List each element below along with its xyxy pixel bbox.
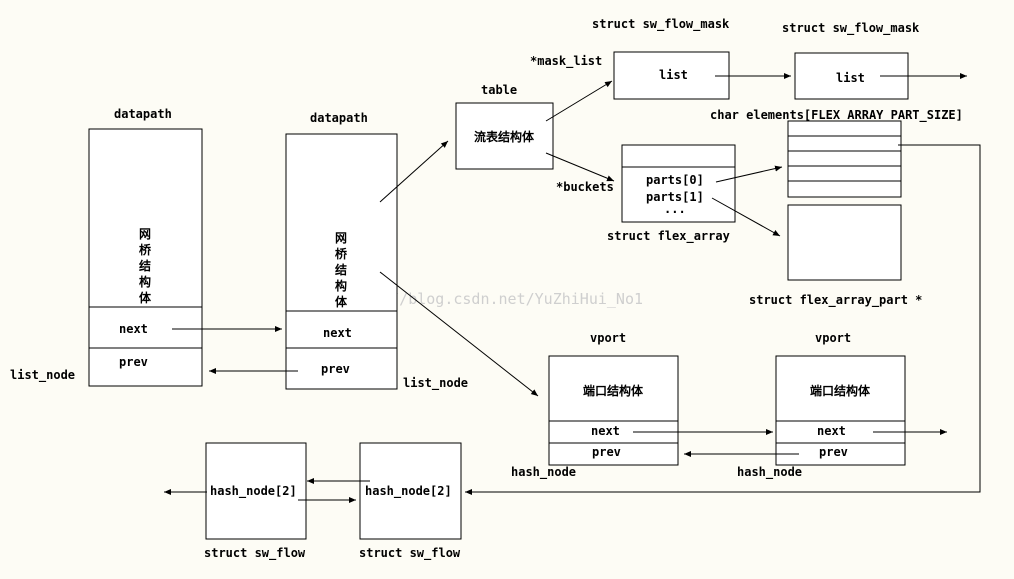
datapath-left-node: datapath 网 桥 结 构 体 next prev list_node (10, 107, 203, 387)
datapath-right-list-node: list_node (403, 376, 468, 391)
datapath-left-list-node: list_node (10, 368, 75, 383)
datapath-right-body-char: 桥 (335, 246, 348, 261)
datapath-right-body-char: 结 (335, 262, 347, 277)
datapath-left-body-char: 构 (139, 274, 151, 289)
table-body-text: 流表结构体 (474, 129, 535, 144)
vport-1-box (548, 355, 679, 466)
sw-flow-mask-1-title: struct sw_flow_mask (592, 17, 730, 32)
table-mask-list-label: *mask_list (530, 54, 602, 69)
sw-flow-1-hash-node: hash_node[2] (210, 484, 297, 499)
datapath-left-body-char: 结 (139, 258, 151, 273)
vport-2-body-text: 端口结构体 (810, 383, 871, 398)
sw-flow-1-node: hash_node[2] struct sw_flow (204, 442, 307, 561)
datapath-left-body-char: 体 (139, 290, 152, 305)
table-buckets-label: *buckets (556, 180, 614, 194)
sw-flow-mask-2-list: list (836, 71, 865, 85)
edge-parts1-to-part (711, 197, 781, 237)
vport-2-hash-node: hash_node (737, 465, 802, 480)
edge-elements-to-sw-flow (465, 144, 981, 495)
flex-array-part-box (787, 204, 902, 281)
edge-datapath-to-table (379, 140, 449, 203)
flex-elements-box (787, 120, 902, 198)
sw-flow-2-caption: struct sw_flow (359, 546, 461, 561)
flex-elements-node: char elements[FLEX_ARRAY_PART_SIZE] (710, 108, 963, 198)
flex-array-ellipsis: ... (664, 202, 686, 216)
sw-flow-2-node: hash_node[2] struct sw_flow (359, 442, 462, 561)
flex-array-caption: struct flex_array (607, 229, 730, 244)
datapath-right-box (285, 133, 398, 390)
vport-1-body-text: 端口结构体 (583, 383, 644, 398)
sw-flow-mask-2-title: struct sw_flow_mask (782, 21, 920, 36)
datapath-right-next: next (323, 326, 352, 340)
vport-1-prev: prev (592, 445, 621, 459)
edge-table-to-mask-list (545, 80, 613, 122)
table-node: table 流表结构体 *mask_list *buckets (455, 54, 614, 194)
edge-datapath-to-vport (379, 271, 539, 397)
datapath-right-title: datapath (310, 111, 368, 125)
datapath-left-next: next (119, 322, 148, 336)
flex-array-part-node: struct flex_array_part * (749, 204, 922, 308)
sw-flow-mask-2-node: struct sw_flow_mask list (782, 21, 920, 100)
vport-1-hash-node: hash_node (511, 465, 576, 480)
vport-2-next: next (817, 424, 846, 438)
vport-2-prev: prev (819, 445, 848, 459)
datapath-right-body-char: 体 (335, 294, 348, 309)
flex-array-box (621, 144, 736, 223)
edge-table-to-buckets (545, 152, 615, 182)
vport-1-next: next (591, 424, 620, 438)
sw-flow-mask-1-node: struct sw_flow_mask list (592, 17, 730, 100)
sw-flow-2-hash-node: hash_node[2] (365, 484, 452, 499)
edge-parts0-to-elements (715, 165, 783, 183)
vport-2-title: vport (815, 331, 851, 345)
vport-2-box (775, 355, 906, 466)
flex-array-parts-1: parts[1] (646, 190, 704, 204)
datapath-right-body-char: 网 (335, 231, 347, 245)
diagram-edges (164, 73, 981, 503)
sw-flow-1-caption: struct sw_flow (204, 546, 306, 561)
datapath-right-body-char: 构 (335, 278, 347, 293)
table-title: table (481, 83, 517, 97)
datapath-left-prev: prev (119, 355, 148, 369)
sw-flow-1-box (205, 442, 307, 540)
vport-1-title: vport (590, 331, 626, 345)
datapath-left-title: datapath (114, 107, 172, 121)
vport-2-node: vport 端口结构体 next prev hash_node (737, 331, 906, 480)
sw-flow-mask-1-list: list (659, 68, 688, 82)
datapath-left-body-char: 网 (139, 227, 151, 241)
flex-elements-title: char elements[FLEX_ARRAY_PART_SIZE] (710, 108, 963, 123)
datapath-right-prev: prev (321, 362, 350, 376)
datapath-right-node: datapath 网 桥 结 构 体 next prev list_node (285, 111, 468, 391)
datapath-left-box (88, 128, 203, 387)
flex-array-node: parts[0] parts[1] ... struct flex_array (607, 144, 736, 244)
vport-1-node: vport 端口结构体 next prev hash_node (511, 331, 679, 480)
flex-array-parts-0: parts[0] (646, 173, 704, 187)
datapath-left-body-char: 桥 (139, 242, 152, 257)
sw-flow-2-box (359, 442, 462, 540)
flex-array-part-caption: struct flex_array_part * (749, 293, 922, 308)
table-box (455, 102, 554, 170)
